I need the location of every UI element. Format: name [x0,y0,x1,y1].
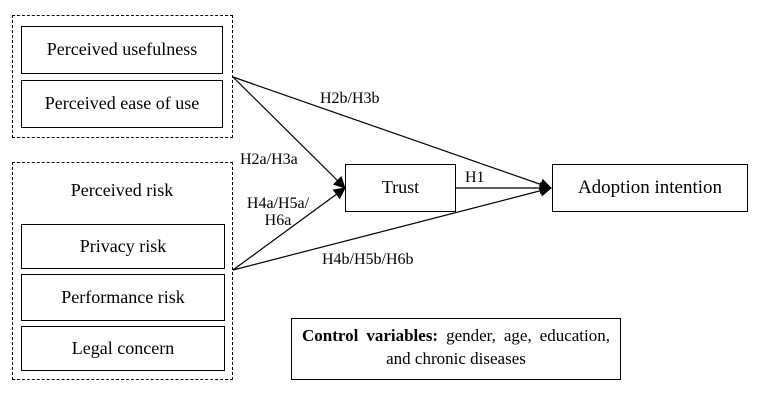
hypothesis-h4a-h5a-h6a: H4a/H5a/ H6a [240,195,316,230]
arrow-h4a-h5a-h6a [232,187,346,271]
hypothesis-h4a-h5a-h6a-line2: H6a [264,211,292,229]
perceived-risk-group [12,162,233,380]
privacy-risk-label: Privacy risk [79,235,167,256]
usefulness-ease-group [12,15,233,138]
legal-concern-box: Legal concern [21,326,225,371]
arrow-h2b-h3b [232,76,552,191]
perceived-ease-of-use-label: Perceived ease of use [44,93,200,114]
hypothesis-h2a-h3a: H2a/H3a [240,151,298,168]
trust-box: Trust [345,164,456,212]
control-variables-text: gender, age, education, and chronic dise… [386,326,610,368]
privacy-risk-box: Privacy risk [21,224,225,269]
adoption-intention-label: Adoption intention [577,176,723,198]
hypothesis-h4b-h5b-h6b: H4b/H5b/H6b [322,251,414,268]
perceived-ease-of-use-box: Perceived ease of use [21,80,223,128]
adoption-intention-box: Adoption intention [552,164,748,212]
control-variables-title: Control variables: [302,326,439,345]
performance-risk-box: Performance risk [21,274,225,321]
performance-risk-label: Performance risk [61,286,185,307]
perceived-usefulness-label: Perceived usefulness [46,39,198,60]
legal-concern-label: Legal concern [71,337,175,358]
hypothesis-h4a-h5a-h6a-line1: H4a/H5a/ [246,195,310,212]
trust-label: Trust [381,177,420,198]
arrow-h4b-h5b-h6b [232,184,552,271]
hypothesis-h2b-h3b: H2b/H3b [320,90,380,107]
hypothesis-h1: H1 [465,169,485,186]
control-variables-box: Control variables: gender, age, educatio… [291,318,621,380]
perceived-risk-label: Perceived risk [70,180,174,200]
arrow-h2a-h3a [232,76,346,189]
perceived-usefulness-box: Perceived usefulness [21,26,223,74]
